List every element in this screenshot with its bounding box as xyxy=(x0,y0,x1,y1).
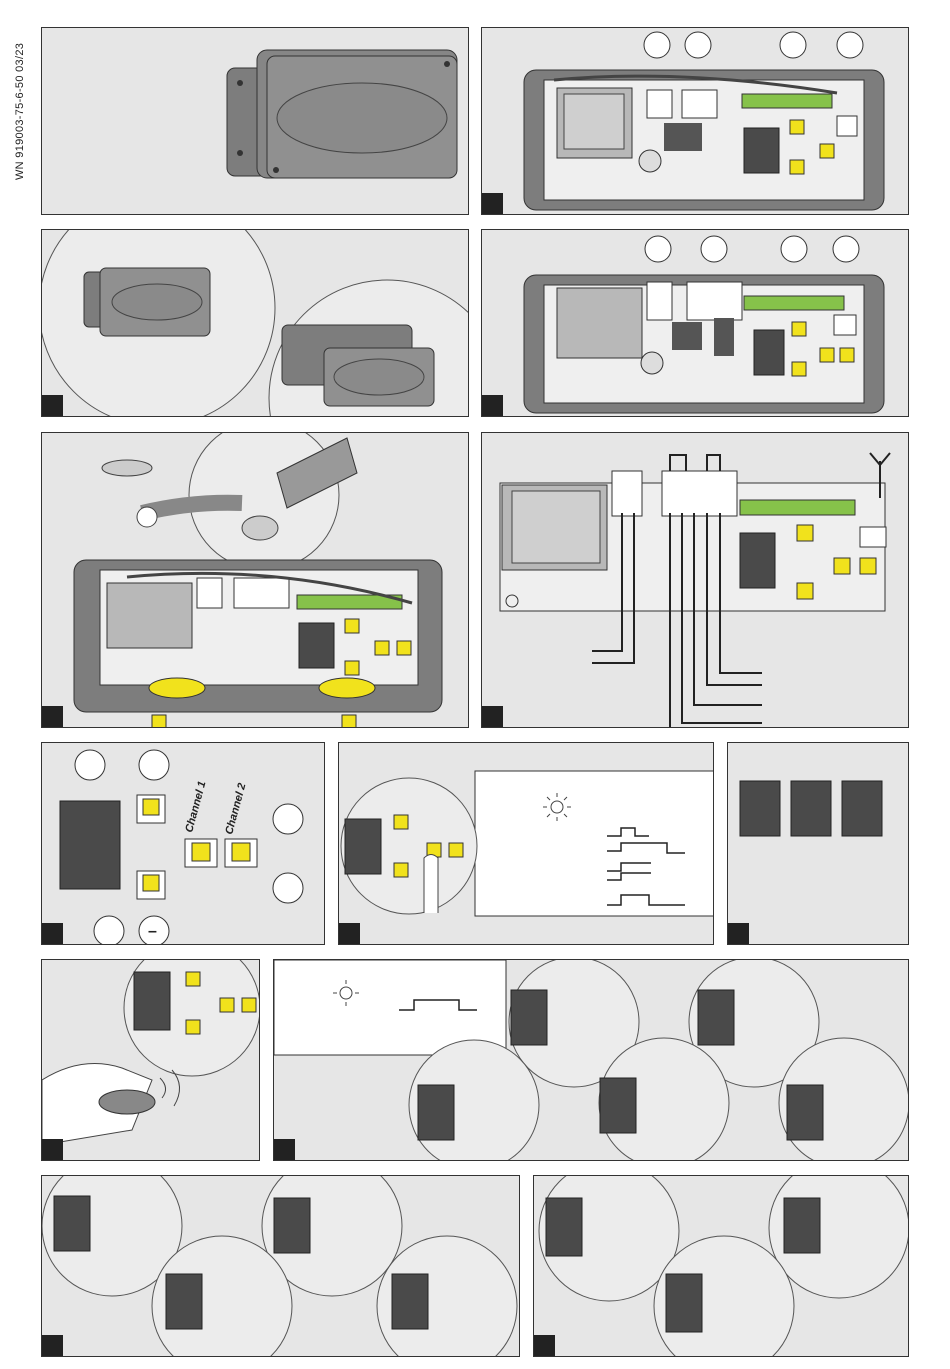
panel-program-timing xyxy=(338,742,714,945)
step-marker xyxy=(728,923,749,944)
callout-circle xyxy=(837,32,863,58)
seven-segment-display xyxy=(134,972,170,1030)
callout-circle xyxy=(781,236,807,262)
panel-sequence-b xyxy=(533,1175,909,1357)
step-marker xyxy=(42,706,63,727)
program-button[interactable] xyxy=(143,799,159,815)
callout-circle xyxy=(273,873,303,903)
panel-cable-gland xyxy=(41,432,469,728)
panel-sequence-a xyxy=(41,1175,520,1357)
seven-segment-display xyxy=(740,781,780,836)
callout-circle xyxy=(701,236,727,262)
signal-waves-icon xyxy=(160,1070,180,1106)
panel-board-2-terminals xyxy=(481,27,909,215)
panel-remote-transmitter xyxy=(41,959,260,1161)
panel-display-sequence xyxy=(727,742,909,945)
circuit-board xyxy=(524,275,884,413)
step-marker xyxy=(482,193,503,214)
housing-with-board xyxy=(74,560,442,728)
step-marker xyxy=(482,706,503,727)
callout-circle xyxy=(273,804,303,834)
callout-circle xyxy=(644,32,670,58)
seven-segment-display xyxy=(842,781,882,836)
seven-segment-display xyxy=(345,819,381,874)
step-marker xyxy=(42,1139,63,1160)
housing-illustration xyxy=(227,50,457,178)
callout-circle xyxy=(833,236,859,262)
step-marker xyxy=(482,395,503,416)
channel-2-label: Channel 2 xyxy=(223,782,248,836)
panel-receiver-buttons: Channel 1 Channel 2 – xyxy=(41,742,325,945)
step-marker xyxy=(339,923,360,944)
callout-circle xyxy=(780,32,806,58)
panel-wiring-diagram xyxy=(481,432,909,728)
panel-housing-closed xyxy=(41,27,469,215)
step-marker xyxy=(274,1139,295,1160)
minus-button[interactable] xyxy=(143,875,159,891)
callout-circle xyxy=(75,750,105,780)
callout-circle xyxy=(685,32,711,58)
step-marker xyxy=(534,1335,555,1356)
finger-press-icon xyxy=(424,855,438,914)
channel-1-button[interactable] xyxy=(192,843,210,861)
channel-2-button[interactable] xyxy=(232,843,250,861)
seven-segment-display xyxy=(60,801,120,889)
callout-circle xyxy=(139,750,169,780)
channel-1-label: Channel 1 xyxy=(183,780,208,834)
callout-circle xyxy=(94,916,124,945)
panel-board-3-terminals xyxy=(481,229,909,417)
panel-housing-open xyxy=(41,229,469,417)
panel-learning-sequence xyxy=(273,959,909,1161)
step-marker xyxy=(42,395,63,416)
document-reference: WN 919003-75-6-50 03/23 xyxy=(14,30,26,180)
step-marker xyxy=(42,923,63,944)
step-marker xyxy=(42,1335,63,1356)
seven-segment-display xyxy=(791,781,831,836)
minus-symbol: – xyxy=(148,923,157,940)
remote-control xyxy=(99,1090,155,1114)
circuit-board xyxy=(524,70,884,210)
callout-circle xyxy=(645,236,671,262)
